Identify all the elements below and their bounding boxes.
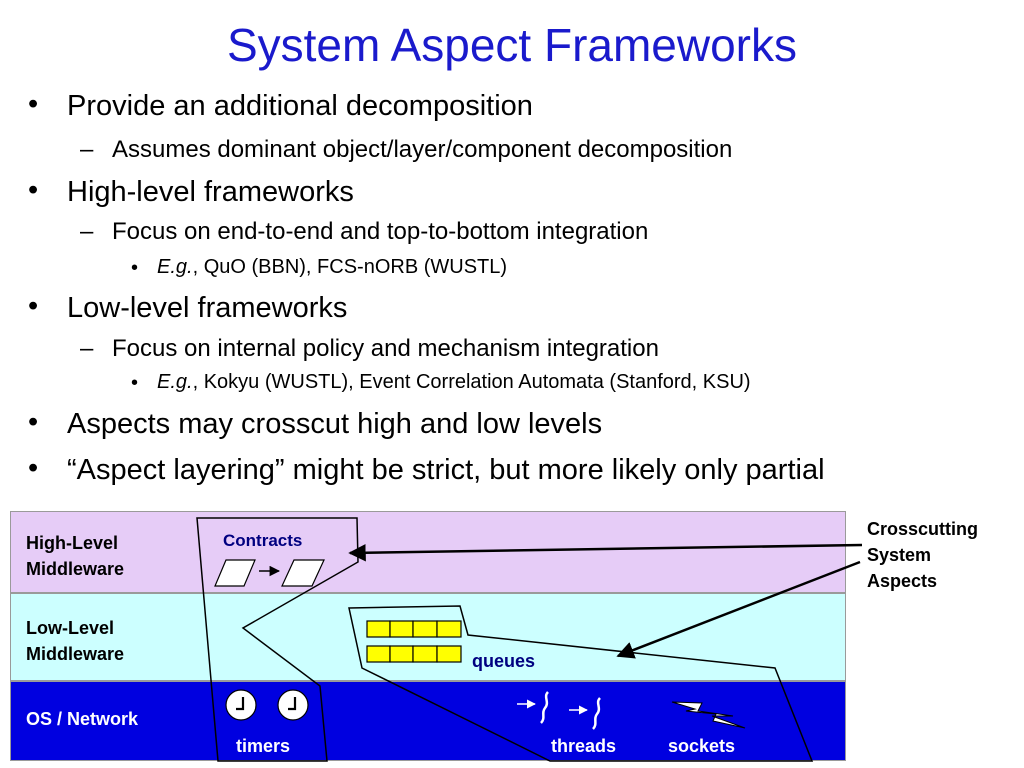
low-level-label: Low-Level Middleware — [26, 615, 124, 667]
bullet-l3: E.g., QuO (BBN), FCS-nORB (WUSTL) — [157, 256, 507, 279]
slide-title: System Aspect Frameworks — [226, 19, 798, 71]
high-level-aspect-outline — [196, 517, 359, 762]
sockets-label: sockets — [668, 736, 736, 756]
contracts-label: Contracts — [223, 531, 303, 550]
crosscutting-label: Crosscutting System Aspects — [867, 516, 978, 594]
crosscutting-label-line: Crosscutting — [867, 519, 979, 539]
contract-shape — [214, 559, 256, 587]
low-level-aspect-outline — [348, 605, 814, 762]
example-italic: E.g. — [157, 256, 193, 278]
dash-marker: – — [80, 335, 94, 362]
clock-icon — [277, 689, 309, 721]
bullet-l3: E.g., Kokyu (WUSTL), Event Correlation A… — [157, 371, 751, 394]
bullet-marker: • — [28, 290, 39, 322]
crosscut-arrow-low — [616, 560, 861, 659]
queue-top — [366, 620, 462, 638]
high-level-label: High-Level Middleware — [26, 530, 124, 582]
example-text: , Kokyu (WUSTL), Event Correlation Autom… — [192, 371, 751, 393]
dash-marker: – — [80, 218, 94, 245]
bullet-l2: Focus on internal policy and mechanism i… — [112, 335, 659, 362]
os-network-band — [10, 681, 846, 761]
thread-icon — [569, 697, 601, 730]
bullet-l1: “Aspect layering” might be strict, but m… — [67, 454, 825, 486]
bullet-list: • Provide an additional decomposition – … — [28, 88, 825, 486]
bullet-marker: • — [28, 88, 39, 120]
bullet-l1: Low-level frameworks — [67, 292, 348, 324]
crosscutting-label-line: System — [867, 545, 932, 565]
bullet-l1: High-level frameworks — [67, 176, 354, 208]
thread-icon — [517, 691, 549, 724]
sub-bullet-marker: • — [131, 372, 139, 394]
bullet-marker: • — [28, 174, 39, 206]
threads-label: threads — [551, 736, 617, 756]
dash-marker: – — [80, 136, 94, 163]
bullet-l1: Provide an additional decomposition — [67, 90, 533, 122]
queues-label: queues — [472, 651, 536, 671]
crosscutting-label-line: Aspects — [867, 571, 938, 591]
low-level-label-line: Low-Level — [26, 618, 115, 638]
crosscut-arrow-high — [348, 543, 863, 562]
bullet-l2: Focus on end-to-end and top-to-bottom in… — [112, 218, 649, 245]
os-network-label: OS / Network — [26, 709, 139, 729]
example-text: , QuO (BBN), FCS-nORB (WUSTL) — [192, 256, 508, 278]
high-level-label-line: High-Level — [26, 533, 119, 553]
bullet-l1: Aspects may crosscut high and low levels — [67, 408, 603, 440]
lightning-icon — [671, 701, 746, 729]
bullet-marker: • — [28, 452, 39, 484]
low-level-label-line: Middleware — [26, 644, 125, 664]
timers-label: timers — [236, 736, 291, 756]
example-italic: E.g. — [157, 371, 193, 393]
bullet-l2: Assumes dominant object/layer/component … — [112, 136, 733, 163]
high-level-label-line: Middleware — [26, 559, 125, 579]
contract-shape — [281, 559, 325, 587]
clock-icon — [225, 689, 257, 721]
queue-bottom — [366, 645, 462, 663]
sub-bullet-marker: • — [131, 257, 139, 279]
bullet-marker: • — [28, 406, 39, 438]
